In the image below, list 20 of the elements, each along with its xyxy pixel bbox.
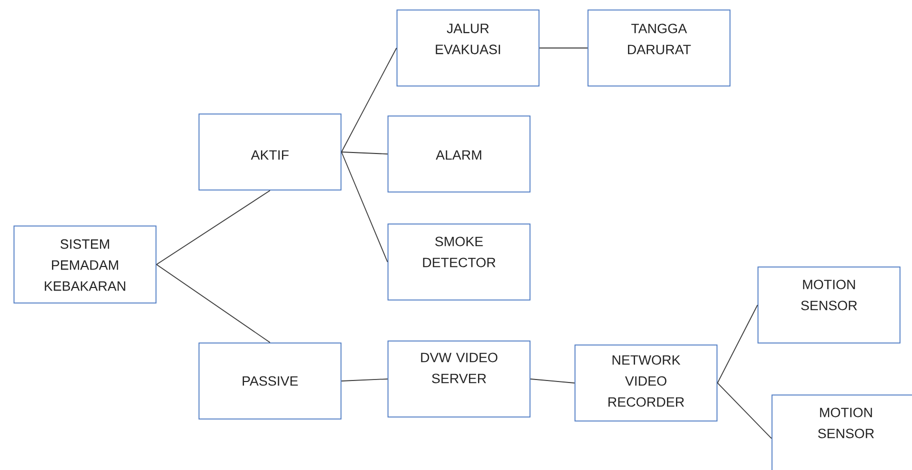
connector-line [341, 152, 388, 262]
connector-line [341, 378, 388, 382]
process-box: DVW VIDEO SERVER [388, 340, 530, 418]
connector-line [717, 382, 772, 439]
process-box: JALUR EVAKUASI [396, 10, 540, 86]
process-box: TANGGA DARURAT [588, 10, 730, 86]
process-box: MOTION SENSOR [772, 394, 912, 470]
process-box: AKTIF [198, 114, 342, 190]
connector-line [341, 48, 397, 152]
process-box: ALARM [388, 116, 530, 192]
process-box: SISTEM PEMADAM KEBAKARAN [14, 226, 156, 304]
process-box: PASSIVE [198, 342, 342, 420]
connector-line [156, 264, 270, 343]
connector-line [717, 304, 758, 384]
process-box: SMOKE DETECTOR [388, 224, 530, 300]
process-box: NETWORK VIDEO RECORDER [574, 344, 718, 422]
connector-line [156, 190, 270, 265]
connector-line [530, 378, 575, 384]
connector-line [341, 152, 388, 154]
process-box: MOTION SENSOR [758, 266, 900, 344]
